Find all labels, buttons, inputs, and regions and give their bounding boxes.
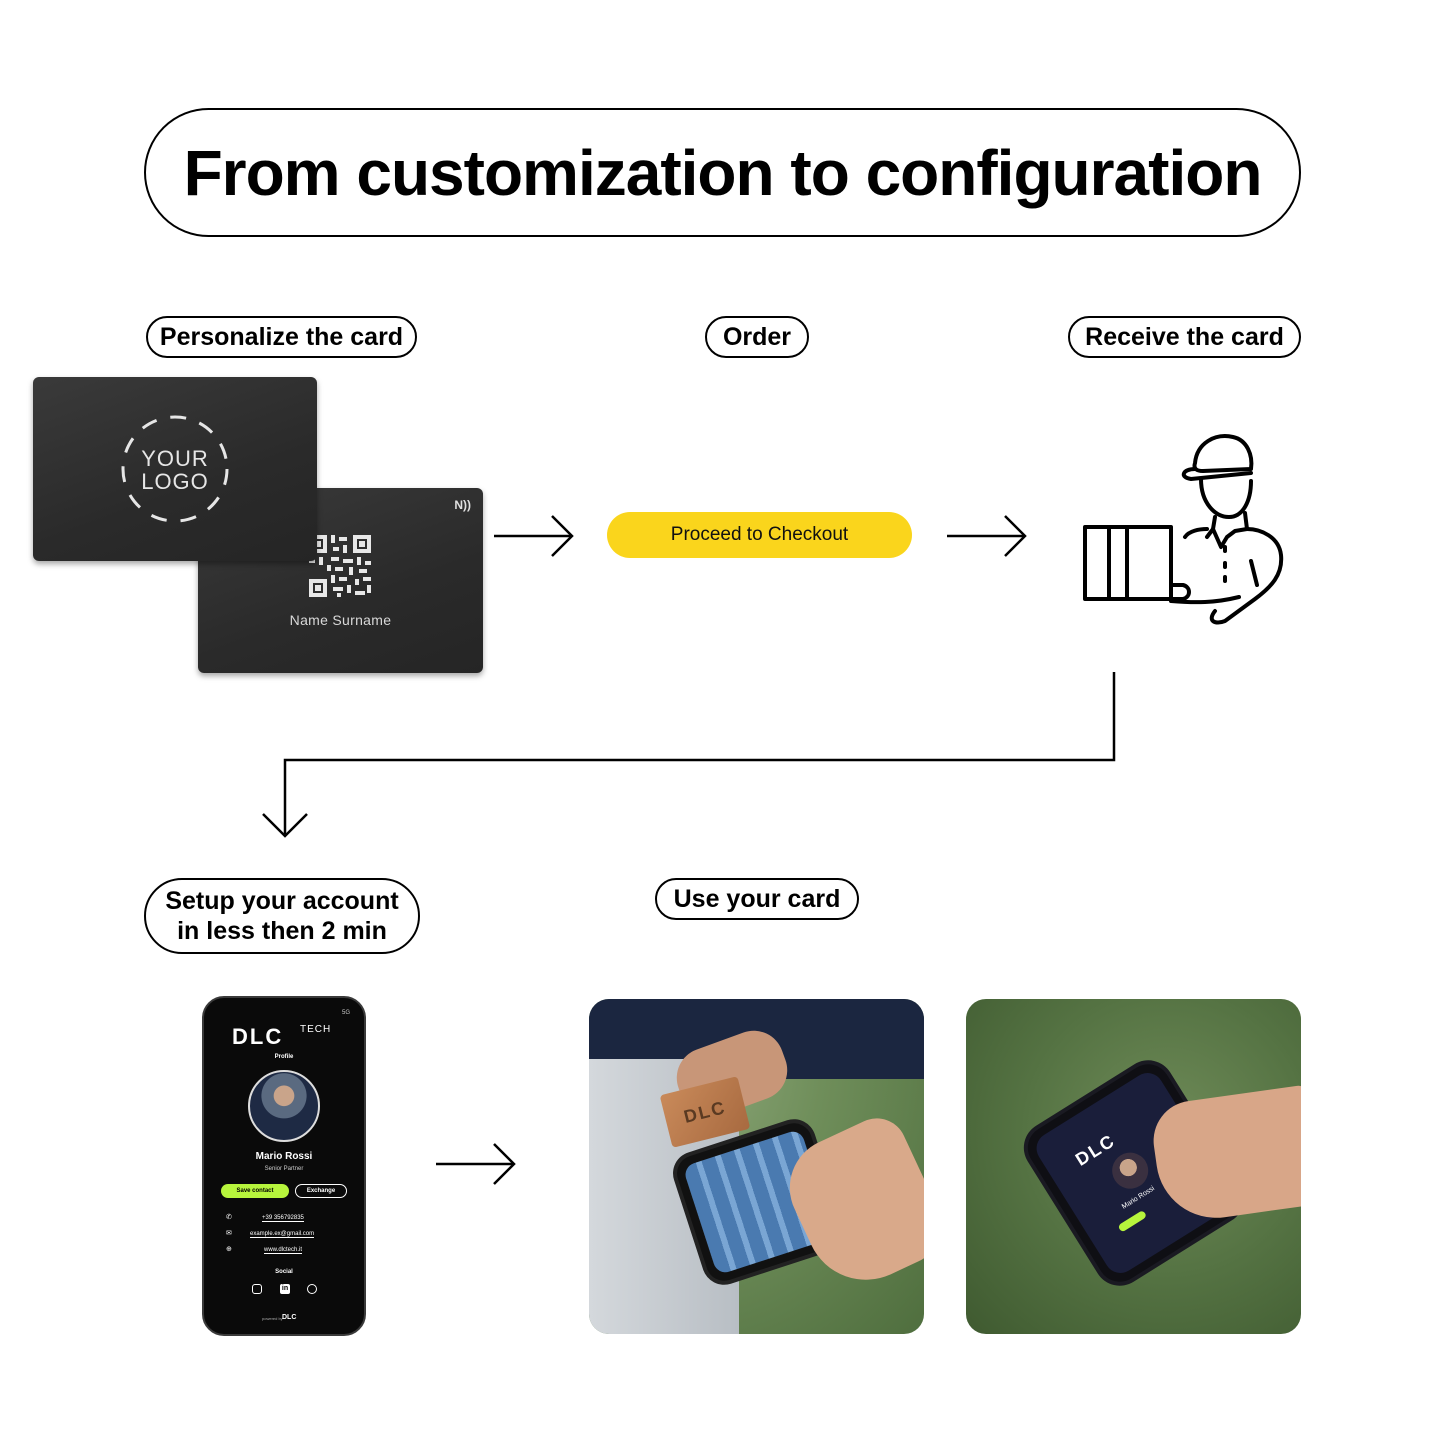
phone-icon: ✆ (226, 1214, 232, 1221)
step-label-personalize: Personalize the card (146, 316, 417, 358)
connector-arrow (262, 672, 1116, 838)
logo-placeholder-circle (121, 415, 229, 523)
profile-name: Mario Rossi (255, 1151, 313, 1162)
profile-heading: Profile (274, 1054, 294, 1060)
email-icon: ✉ (226, 1230, 232, 1237)
photo-save-button (1117, 1209, 1148, 1233)
brand-suffix: TECH (300, 1024, 332, 1035)
powered-by-label: powered by (262, 1316, 283, 1321)
arrow-right-icon (947, 515, 1027, 557)
arrow-right-icon (494, 515, 574, 557)
step-label-use: Use your card (655, 878, 859, 920)
avatar (248, 1070, 320, 1142)
logo-line-2: LOGO (141, 469, 209, 494)
setup-label-line2: in less then 2 min (177, 917, 387, 945)
photo-tap-card: DLC (589, 999, 924, 1334)
delivery-person-icon (1083, 434, 1284, 625)
contact-email[interactable]: example.ex@gmail.com (250, 1231, 315, 1238)
card-back: YOUR LOGO (33, 377, 317, 561)
step-label-setup: Setup your account in less then 2 min (144, 878, 420, 954)
contact-website[interactable]: www.dlctech.it (264, 1247, 303, 1254)
step-label-receive: Receive the card (1068, 316, 1301, 358)
instagram-icon[interactable] (252, 1284, 262, 1294)
proceed-to-checkout-button[interactable]: Proceed to Checkout (607, 512, 912, 558)
brand-logo: DLC (232, 1024, 284, 1049)
step-label-order: Order (705, 316, 809, 358)
whatsapp-icon[interactable] (307, 1284, 317, 1294)
social-heading: Social (275, 1269, 293, 1275)
phone-profile-mockup: 5G DLC TECH Profile Mario Rossi Senior P… (202, 996, 366, 1336)
logo-line-1: YOUR (141, 446, 209, 471)
status-bar: 5G (341, 1010, 350, 1016)
profile-role: Senior Partner (264, 1166, 304, 1172)
powered-by-logo: DLC (282, 1314, 297, 1321)
qr-code-icon (309, 535, 371, 597)
nfc-icon: N)) (454, 498, 471, 512)
contact-phone[interactable]: +39 356792835 (262, 1215, 304, 1222)
photo-profile-name: Mario Rossi (1120, 1185, 1156, 1211)
arrow-right-icon (436, 1143, 516, 1185)
page-title: From customization to configuration (144, 108, 1301, 237)
globe-icon: ⊕ (226, 1246, 232, 1253)
photo-phone-profile: DLC Mario Rossi (966, 999, 1301, 1334)
card-name: Name Surname (289, 612, 392, 628)
logo-placeholder-text: YOUR LOGO (33, 447, 317, 493)
linkedin-icon[interactable]: in (280, 1284, 290, 1294)
setup-label-line1: Setup your account (165, 887, 399, 915)
save-contact-button[interactable]: Save contact (221, 1184, 289, 1198)
exchange-button[interactable]: Exchange (295, 1184, 347, 1198)
